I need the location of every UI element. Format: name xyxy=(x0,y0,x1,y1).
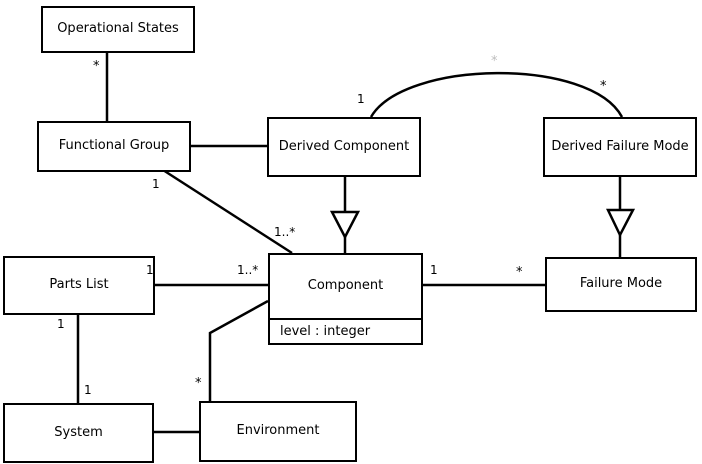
multiplicity-parts-list-bottom: 1 xyxy=(57,317,65,331)
class-box-component[interactable]: Component level : integer xyxy=(268,253,423,345)
multiplicity-component-right: 1 xyxy=(430,263,438,277)
class-box-derived-failure-mode[interactable]: Derived Failure Mode xyxy=(543,117,697,177)
multiplicity-arc-derived-failure-mode: * xyxy=(600,79,607,94)
class-name-environment: Environment xyxy=(236,423,320,439)
multiplicity-derived-component-arc: 1 xyxy=(357,92,365,106)
multiplicity-parts-list-right: 1 xyxy=(146,263,154,277)
generalization-triangle-component xyxy=(329,210,361,240)
multiplicity-component-from-functional-group: 1..* xyxy=(274,225,296,239)
class-name-component: Component xyxy=(307,278,384,294)
class-box-environment[interactable]: Environment xyxy=(199,401,357,462)
multiplicity-environment-component: * xyxy=(195,376,202,391)
class-name-derived-component: Derived Component xyxy=(278,138,410,154)
class-box-system[interactable]: System xyxy=(3,403,154,463)
class-name-functional-group: Functional Group xyxy=(58,138,170,154)
edge-functional-group-component xyxy=(162,168,293,255)
class-box-functional-group[interactable]: Functional Group xyxy=(37,121,191,172)
multiplicity-operational-states-functional-group: * xyxy=(93,59,100,74)
class-name-failure-mode: Failure Mode xyxy=(579,276,663,292)
multiplicity-functional-group-component: 1 xyxy=(152,177,160,191)
class-attribute-component-level: level : integer xyxy=(270,318,421,343)
class-box-failure-mode[interactable]: Failure Mode xyxy=(545,257,697,312)
class-box-operational-states[interactable]: Operational States xyxy=(41,6,195,53)
class-box-derived-component[interactable]: Derived Component xyxy=(267,117,421,177)
class-name-parts-list: Parts List xyxy=(49,277,109,293)
edge-component-environment xyxy=(208,299,269,401)
class-name-system: System xyxy=(54,424,103,440)
class-name-derived-failure-mode: Derived Failure Mode xyxy=(551,138,689,154)
class-name-operational-states: Operational States xyxy=(57,21,179,37)
multiplicity-system-top: 1 xyxy=(84,383,92,397)
generalization-triangle-failure-mode xyxy=(606,208,636,238)
class-box-parts-list[interactable]: Parts List xyxy=(3,256,155,315)
edge-derived-component-derived-failure-mode-arc xyxy=(369,71,624,118)
multiplicity-arc-apex: * xyxy=(491,54,498,69)
multiplicity-component-left: 1..* xyxy=(237,263,259,277)
multiplicity-failure-mode-left: * xyxy=(516,265,523,280)
